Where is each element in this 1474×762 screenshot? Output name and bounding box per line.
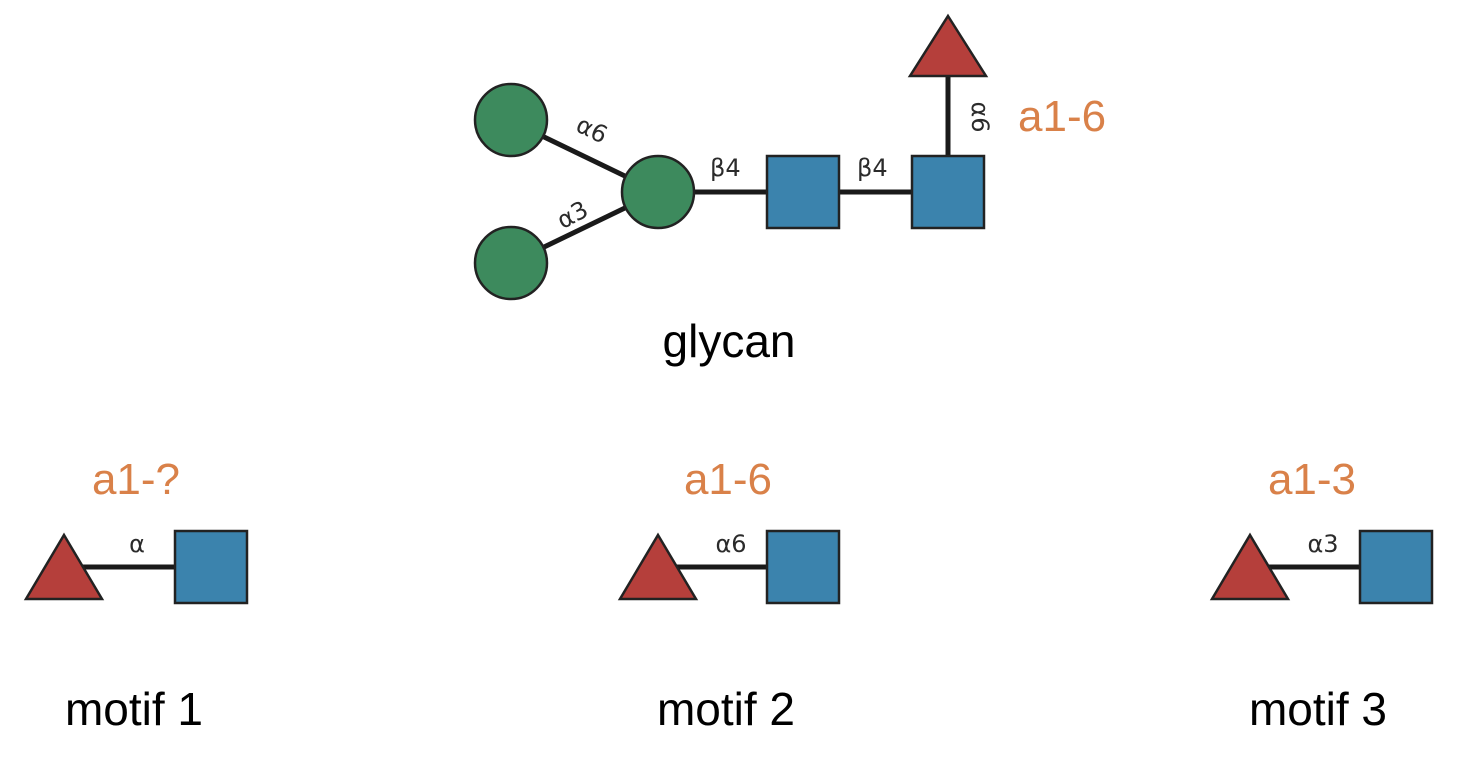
- glycan-caption: glycan: [663, 315, 796, 367]
- motif-2-highlight-linkage: a1-6: [684, 455, 772, 504]
- motif-3-linkage-label: α3: [1307, 530, 1338, 558]
- motif-1-caption: motif 1: [65, 683, 203, 735]
- motif-2-glcnac-square: [765, 529, 841, 605]
- mannose-circle-lower: [473, 225, 549, 301]
- fucose-triangle: [907, 13, 989, 78]
- linkage-label-upper: α6: [572, 111, 612, 150]
- motif-3-caption: motif 3: [1249, 683, 1387, 735]
- motif-3-fucose-triangle: [1209, 532, 1291, 601]
- motif-1: α a1-? motif 1: [23, 455, 249, 735]
- glcnac-square-1: [765, 154, 841, 230]
- motif-2: α6 a1-6 motif 2: [617, 455, 841, 735]
- motif-1-fucose-triangle: [23, 532, 105, 601]
- motif-1-linkage-label: α: [129, 530, 145, 558]
- motif-2-caption: motif 2: [657, 683, 795, 735]
- motif-2-linkage-label: α6: [715, 530, 746, 558]
- motif-1-glcnac-square: [173, 529, 249, 605]
- motif-3-glcnac-square: [1358, 529, 1434, 605]
- mannose-circle-core: [620, 154, 696, 230]
- glycan-structure: α6 α3 β4 β4 α6 a1-6 glycan: [473, 13, 1106, 367]
- motif-1-highlight-linkage: a1-?: [92, 455, 180, 504]
- motif-3-highlight-linkage: a1-3: [1268, 455, 1356, 504]
- linkage-label-fucose: α6: [966, 101, 994, 132]
- glycan-highlight-linkage: a1-6: [1018, 92, 1106, 141]
- glcnac-square-2: [910, 154, 986, 230]
- linkage-label-glcnac-glcnac: β4: [857, 154, 888, 182]
- mannose-circle-upper: [473, 82, 549, 158]
- linkage-label-mannose-glcnac: β4: [710, 154, 741, 182]
- motif-2-fucose-triangle: [617, 532, 699, 601]
- motif-3: α3 a1-3 motif 3: [1209, 455, 1434, 735]
